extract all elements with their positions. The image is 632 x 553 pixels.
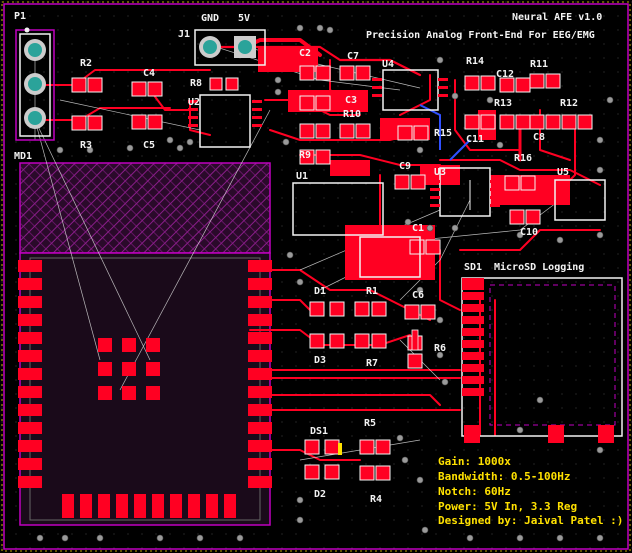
microsd-socket [461,277,623,443]
designator-r6[interactable]: R6 [434,343,447,354]
designator-r8[interactable]: R8 [190,78,203,89]
designator-d2[interactable]: D2 [314,489,327,500]
designator-r3[interactable]: R3 [80,140,93,151]
designator-r4[interactable]: R4 [370,494,383,505]
designator-d1[interactable]: D1 [314,286,327,297]
designator-c12[interactable]: C12 [496,69,515,80]
board-outline [3,3,629,550]
designator-r9[interactable]: R9 [299,150,312,161]
header-j1 [194,29,266,66]
designator-c6[interactable]: C6 [412,290,425,301]
designator-c4[interactable]: C4 [143,68,156,79]
designator-r14[interactable]: R14 [466,56,485,67]
designator-r5[interactable]: R5 [364,418,377,429]
designator-c2[interactable]: C2 [299,48,312,59]
spec-power: Power: 5V In, 3.3 Reg [438,499,578,513]
vias [36,24,614,542]
board-title: Neural AFE v1.0 [512,12,603,23]
designator-c8[interactable]: C8 [533,132,546,143]
bottom-layer-traces [419,104,471,161]
label-5v: 5V [238,13,251,24]
designator-r10[interactable]: R10 [343,109,362,120]
designator-md1[interactable]: MD1 [14,151,33,162]
designator-c10[interactable]: C10 [520,227,539,238]
ic-packages [188,69,606,278]
header-p1 [15,27,55,141]
label-gnd: GND [201,13,220,24]
ds1-led-body [338,443,342,455]
designator-r7[interactable]: R7 [366,358,379,369]
spec-bandwidth: Bandwidth: 0.5-100Hz [438,469,571,483]
designator-u2[interactable]: U2 [188,97,201,108]
smd-components [71,65,593,481]
spec-notch: Notch: 60Hz [438,484,511,498]
designator-c1[interactable]: C1 [412,223,425,234]
microsd-label: MicroSD Logging [494,262,585,273]
designator-r13[interactable]: R13 [494,98,513,109]
designator-r1[interactable]: R1 [366,286,379,297]
designator-p1[interactable]: P1 [14,11,27,22]
designator-r12[interactable]: R12 [560,98,579,109]
designator-u1[interactable]: U1 [296,171,309,182]
designator-r2[interactable]: R2 [80,58,93,69]
designator-u5[interactable]: U5 [557,167,570,178]
spec-designer: Designed by: Jaival Patel :) [438,514,624,528]
designator-j1[interactable]: J1 [178,29,191,40]
designator-sd1[interactable]: SD1 [464,262,483,273]
mcu-module [19,162,271,526]
c6-body [411,329,419,351]
designator-ds1[interactable]: DS1 [310,426,329,437]
designator-c5[interactable]: C5 [143,140,156,151]
spec-gain: Gain: 1000x [438,455,511,468]
designator-r16[interactable]: R16 [514,153,533,164]
designator-c3[interactable]: C3 [345,95,358,106]
designator-r15[interactable]: R15 [434,128,453,139]
board-subtitle: Precision Analog Front-End For EEG/EMG [366,30,595,41]
designator-d3[interactable]: D3 [314,355,327,366]
mcu-pads [18,260,272,518]
designator-c9[interactable]: C9 [399,161,412,172]
specs-block: Gain: 1000x Bandwidth: 0.5-100Hz Notch: … [438,455,623,529]
designator-u4[interactable]: U4 [382,59,395,70]
designator-c7[interactable]: C7 [347,51,360,62]
designator-r11[interactable]: R11 [530,59,549,70]
designator-c11[interactable]: C11 [466,134,485,145]
designator-u3[interactable]: U3 [434,167,447,178]
